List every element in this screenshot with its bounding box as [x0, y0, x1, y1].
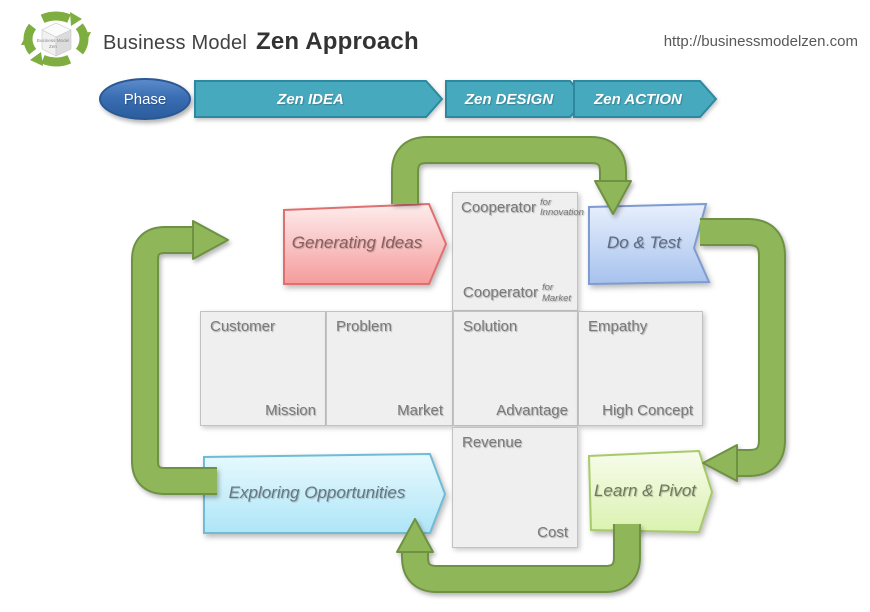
cycle-arrow-left-icon	[131, 220, 229, 495]
phase-badge: Phase	[99, 78, 191, 120]
cooperator-innovation-for: for	[540, 197, 552, 208]
cell-empathy-highconcept: Empathy High Concept	[578, 311, 703, 426]
cooperator-innovation-sub: Innovation	[540, 207, 584, 219]
cell-revenue-cost: Revenue Cost	[452, 427, 578, 548]
cell-label-problem: Problem	[336, 318, 392, 335]
cycle-arrows	[131, 136, 786, 593]
cell-label-customer: Customer	[210, 318, 276, 335]
cell-label-market: Market	[397, 402, 443, 419]
cell-solution-advantage: Solution Advantage	[453, 311, 578, 426]
logo-text-line2: Zen	[49, 44, 57, 49]
phase-arrow-zen-idea	[194, 80, 444, 118]
cooperator-innovation-main: Cooperator	[461, 199, 537, 216]
business-model-zen-logo-icon: Business Model Zen	[21, 11, 91, 67]
phase-arrow-zen-design	[445, 80, 588, 118]
exploring-opportunities-shape	[203, 453, 447, 534]
learn-pivot-shape	[588, 450, 714, 534]
cooperator-market-for: for	[541, 282, 554, 294]
cycle-arrow-top-icon	[391, 136, 632, 215]
cell-label-revenue: Revenue	[462, 434, 523, 451]
do-test-shape	[588, 203, 711, 286]
page-title: Business Model Zen Approach	[103, 28, 419, 56]
cooperator-for-innovation: Cooperator for Innovation	[461, 197, 584, 219]
cooperator-box: Cooperator for Innovation Cooperator for…	[452, 192, 584, 311]
cell-label-high-concept: High Concept	[602, 402, 693, 419]
cooperator-market-main: Cooperator	[462, 284, 538, 302]
cooperator-market-sub: Market	[541, 292, 571, 304]
cell-customer-mission: Customer Mission	[200, 311, 326, 426]
generating-ideas-shape	[283, 203, 448, 285]
phase-arrows	[194, 80, 718, 118]
cell-problem-market: Problem Market	[326, 311, 453, 426]
cooperator-for-market: Cooperator for Market	[462, 282, 571, 304]
title-bold: Zen Approach	[255, 28, 419, 55]
title-regular: Business Model	[103, 32, 247, 54]
cell-label-mission: Mission	[265, 402, 316, 419]
logo-text-line1: Business Model	[37, 38, 69, 43]
cycle-arrow-bottom-icon	[396, 518, 641, 593]
cell-label-cost: Cost	[537, 524, 568, 541]
phase-arrow-zen-action	[573, 80, 718, 118]
cell-label-advantage: Advantage	[496, 402, 568, 419]
cycle-arrow-right-icon	[700, 218, 786, 482]
cell-label-empathy: Empathy	[588, 318, 648, 335]
cell-label-solution: Solution	[463, 318, 518, 335]
site-url-link[interactable]: http://businessmodelzen.com	[663, 33, 858, 50]
